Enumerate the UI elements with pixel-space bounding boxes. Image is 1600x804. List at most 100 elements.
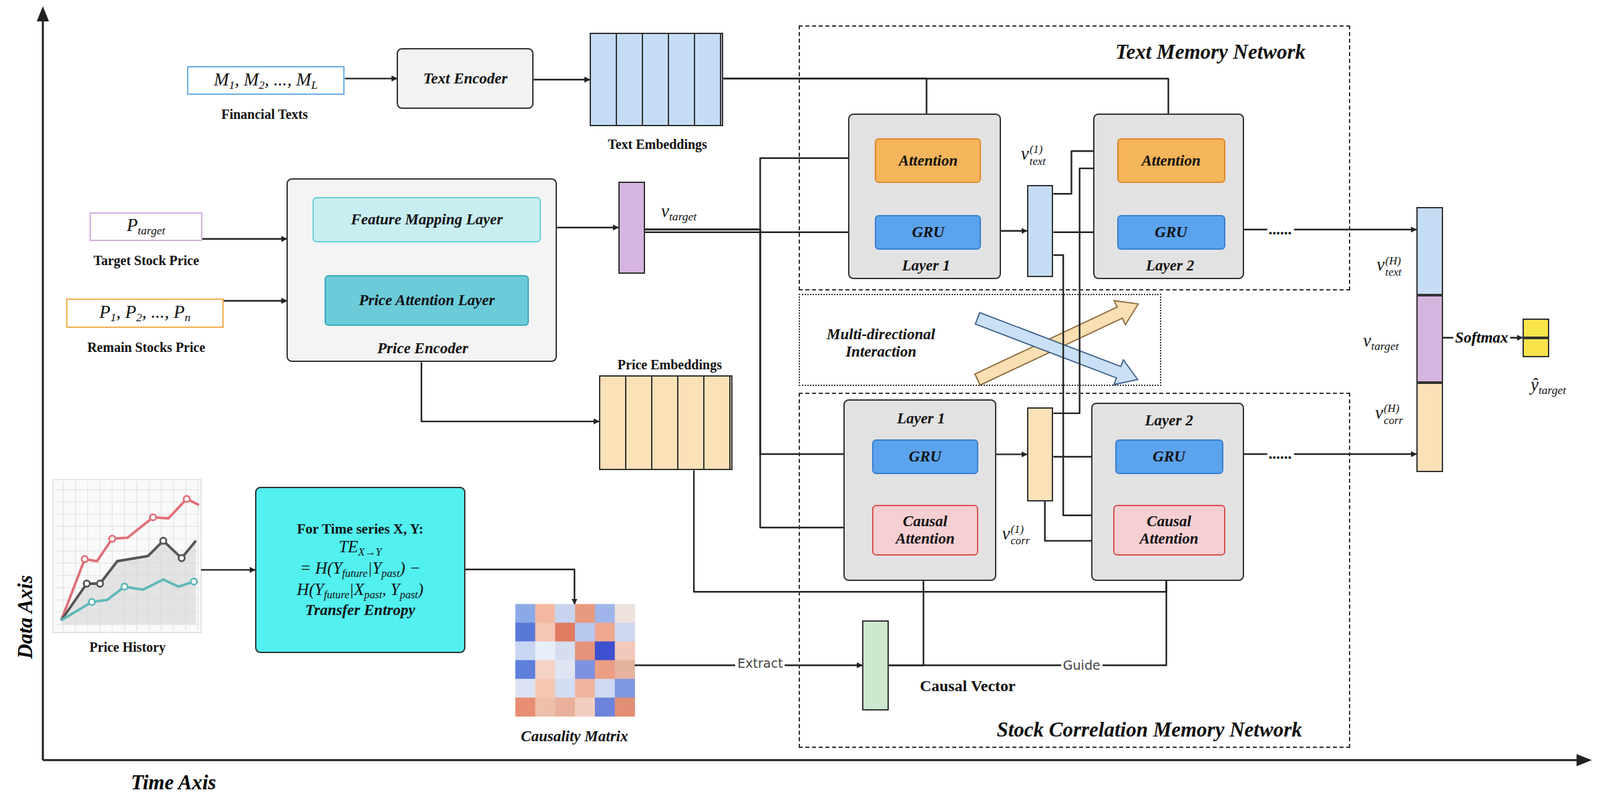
- text-line: GRU: [908, 448, 942, 466]
- axis-arrowhead: [36, 6, 49, 22]
- matrix-cell: [534, 679, 555, 698]
- vector-box: v(1)corr: [1027, 407, 1054, 502]
- matrix-cell: [574, 604, 595, 624]
- interaction-arrows: [971, 291, 1144, 392]
- matrix-cell: [554, 641, 575, 661]
- edge-label: Softmax: [1453, 329, 1510, 347]
- layer-box: Layer 2 AttentionGRU: [1093, 113, 1245, 280]
- label-text: corr: [1383, 414, 1404, 427]
- label-text: (1): [1010, 523, 1030, 536]
- text-line: Target Stock Price: [93, 252, 199, 268]
- connector: [223, 299, 288, 302]
- label-text: L: [311, 78, 318, 92]
- matrix-cell: [594, 679, 616, 698]
- text-line: P1, P2, ..., Pn: [99, 301, 191, 325]
- edge-label: Extract: [735, 655, 785, 671]
- text-line: v(1)text: [1021, 144, 1046, 168]
- chart-line: [61, 579, 195, 621]
- vector-segment: vtarget: [1416, 295, 1444, 383]
- grid-line: [55, 489, 199, 491]
- axis-label: Data Axis: [13, 575, 38, 660]
- matrix-cell: [534, 604, 555, 624]
- label-text: Price History: [89, 639, 166, 654]
- chart-ground: [52, 479, 202, 633]
- text-line: Transfer Entropy: [305, 601, 416, 620]
- label-text: future: [341, 567, 368, 580]
- label-text: Remain Stocks Price: [87, 339, 206, 354]
- vector-box: Causal Vector: [862, 620, 889, 710]
- label-text: Attention: [1141, 152, 1201, 169]
- text-line: Price Attention Layer: [358, 291, 495, 310]
- text-line: Causal Attention: [1117, 512, 1221, 548]
- text-line: GRU: [1154, 223, 1188, 242]
- causality-matrix: [515, 604, 636, 718]
- matrix-cell: [515, 604, 536, 624]
- grid-line: [55, 550, 199, 551]
- encoder-box: Price Encoder Feature Mapping LayerPrice …: [286, 178, 557, 362]
- label-text: corr: [1010, 535, 1030, 548]
- matrix-cell: [574, 679, 595, 698]
- connector: [201, 568, 256, 571]
- price-history-chart: [52, 479, 202, 633]
- text-line: = H(Yfuture|Ypast) −: [299, 558, 421, 581]
- text-line: v(H)text: [1376, 255, 1402, 279]
- text-line: Price History: [89, 639, 166, 655]
- label-text: Financial Texts: [221, 106, 308, 122]
- label-text: Layer 2: [1145, 257, 1194, 274]
- gru-box: GRU: [1115, 439, 1224, 475]
- chart-frame: Price History: [52, 479, 202, 633]
- script-stack: (1)corr: [1010, 523, 1030, 547]
- gru-box: GRU: [874, 215, 981, 250]
- label-text: Feature Mapping Layer: [350, 211, 503, 228]
- matrix-cell: [554, 604, 575, 624]
- vector-box: v(1)text: [1027, 184, 1054, 278]
- text-line: TEX→Y: [338, 537, 382, 559]
- layer-box: Layer 2 GRU Causal Attention: [1091, 402, 1245, 581]
- matrix-cell: [615, 660, 636, 680]
- label-text: , ..., M: [264, 69, 312, 90]
- chart-dots: [81, 496, 197, 606]
- region: Multi-directional Interaction: [798, 293, 1161, 386]
- edge-label: Guide: [1061, 657, 1103, 673]
- text-line: Stock Correlation Memory Network: [996, 717, 1302, 742]
- text-line: Layer 2: [1144, 412, 1193, 430]
- label-text: Causal Vector: [919, 677, 1016, 695]
- label-text: |X: [349, 580, 364, 599]
- region: Text Memory NetworkLayer 1AttentionGRUv(…: [798, 25, 1350, 291]
- vector-segment: v(H)text: [1416, 207, 1444, 295]
- label-text: v: [1021, 144, 1030, 165]
- text-line: Price Encoder: [377, 339, 469, 358]
- time-axis-line: [42, 759, 1578, 762]
- gru-box: GRU: [872, 439, 979, 475]
- label-text: n: [184, 310, 191, 324]
- matrix-cell: [574, 660, 595, 680]
- label-text: ) −: [399, 558, 421, 577]
- label-text: Text Memory Network: [1115, 40, 1306, 64]
- text-line: Attention: [898, 152, 958, 170]
- text-line: Causality Matrix: [520, 727, 628, 746]
- process-box: Price Attention Layer: [324, 275, 529, 326]
- grid-line: [55, 513, 199, 515]
- label-text: |Y: [367, 558, 382, 577]
- label-text: Transfer Entropy: [305, 601, 416, 619]
- label-text: TE: [338, 537, 358, 556]
- label-text: P: [99, 301, 111, 322]
- text-line: vtarget: [661, 201, 697, 224]
- text-line: Text Embeddings: [607, 136, 708, 152]
- connector: [533, 78, 590, 81]
- label-text: For Time series X, Y:: [297, 520, 424, 537]
- script-stack: (H)corr: [1383, 402, 1404, 427]
- matrix-cell: [594, 697, 616, 717]
- label-text: (H): [1385, 255, 1402, 268]
- label-text: text: [1029, 155, 1046, 168]
- matrix-cell: [554, 623, 575, 642]
- matrix-cell: [615, 641, 636, 661]
- matrix-cell: [615, 623, 636, 642]
- label-text: v: [1374, 402, 1383, 423]
- label-text: , M: [235, 69, 260, 90]
- chart-line: [61, 540, 197, 621]
- label-text: v: [1001, 523, 1010, 544]
- matrix-cell: [534, 623, 555, 642]
- label-text: 1: [229, 78, 236, 92]
- output-box: ŷtarget: [1522, 318, 1550, 358]
